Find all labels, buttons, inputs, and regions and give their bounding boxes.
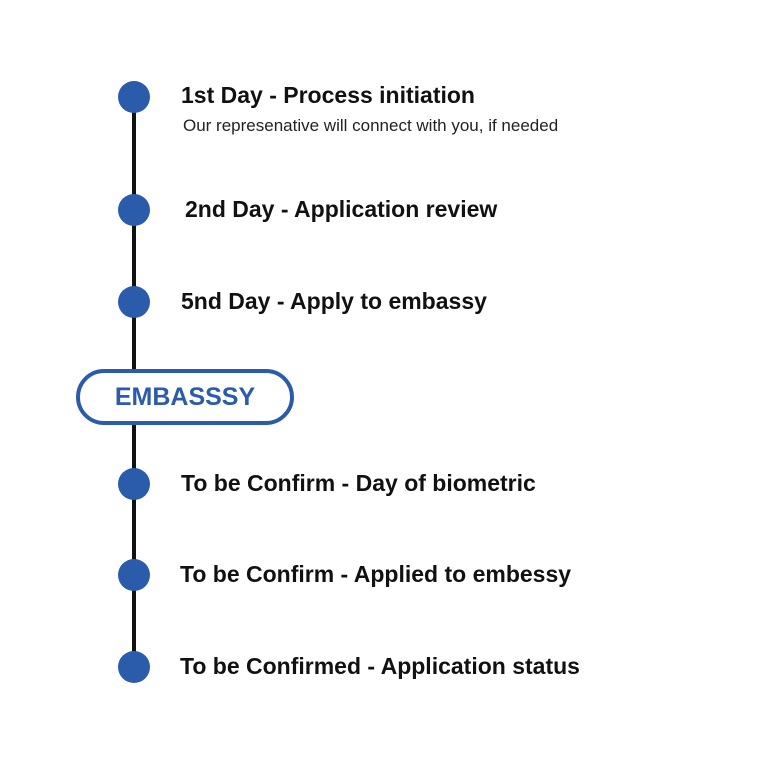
timeline-dot [118, 286, 150, 318]
step-subtitle: Our represenative will connect with you,… [183, 116, 559, 135]
step-title: To be Confirm - Day of biometric [181, 470, 536, 496]
timeline-dot [118, 194, 150, 226]
step-title: To be Confirmed - Application status [180, 653, 580, 679]
embassy-milestone-badge: EMBASSSY [76, 369, 294, 425]
timeline-dot [118, 81, 150, 113]
timeline-dot [118, 468, 150, 500]
timeline-dot [118, 559, 150, 591]
step-title: To be Confirm - Applied to embessy [180, 561, 572, 587]
timeline-dot [118, 651, 150, 683]
step-title: 2nd Day - Application review [185, 196, 498, 222]
milestone-label: EMBASSSY [114, 382, 256, 411]
step-title: 1st Day - Process initiation [181, 82, 475, 108]
step-title: 5nd Day - Apply to embassy [181, 288, 487, 314]
